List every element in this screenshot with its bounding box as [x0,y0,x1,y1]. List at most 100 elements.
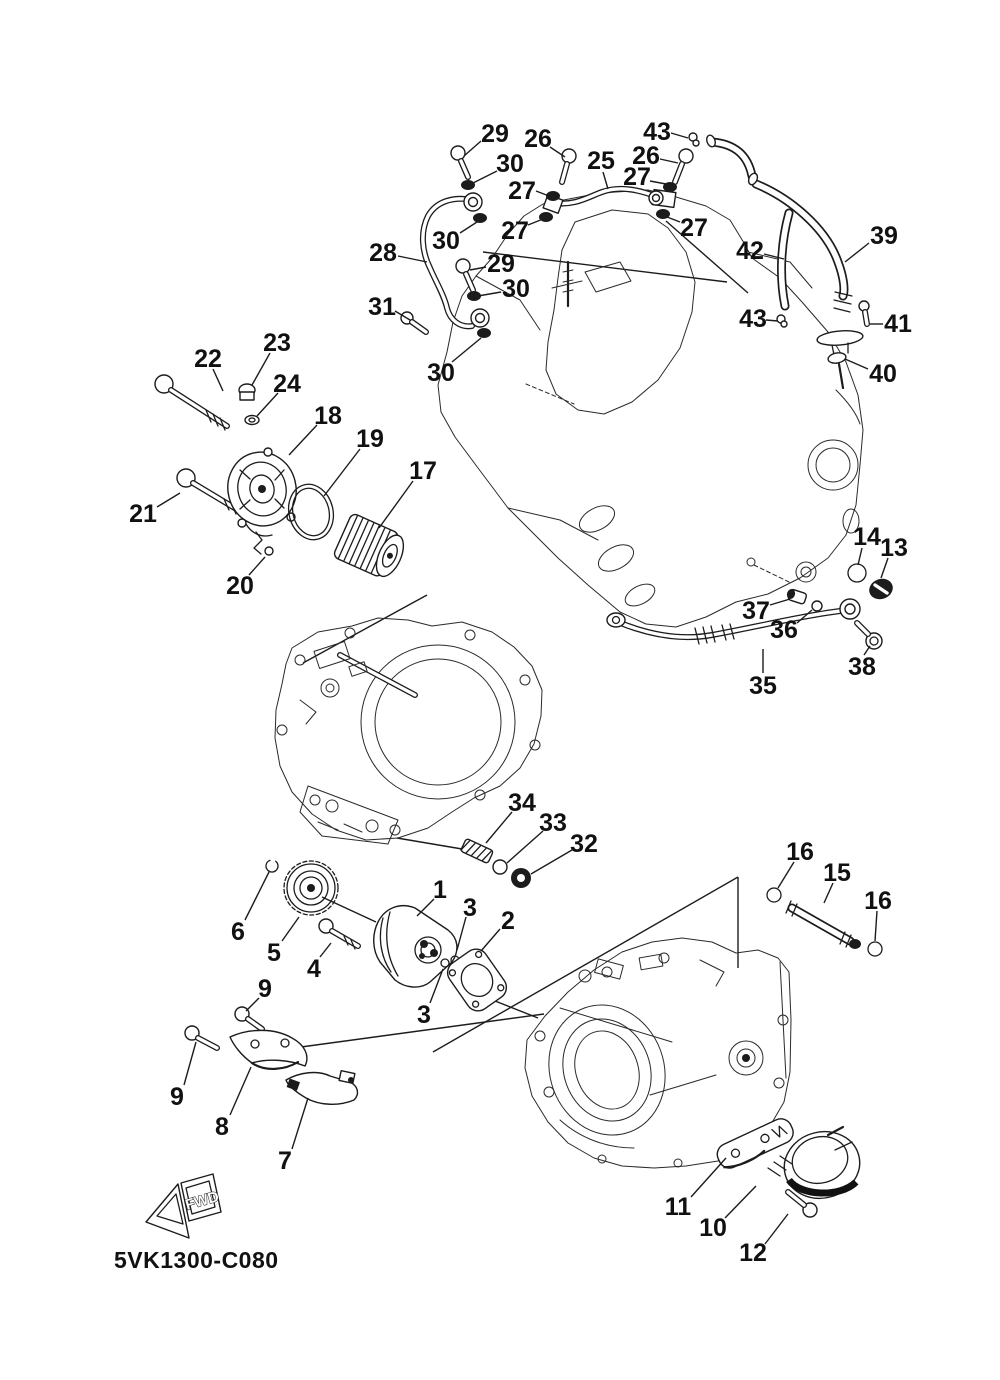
leader-line-9 [183,1041,197,1086]
leader-line-30 [451,337,482,363]
callout-22: 22 [194,345,222,373]
bolt-41 [858,300,870,327]
callout-10: 10 [699,1214,727,1242]
leader-line-5 [281,916,300,942]
callout-8: 8 [215,1113,229,1141]
bracket-8 [229,1029,308,1070]
dowel-pin-3a [440,958,450,968]
callout-34: 34 [508,789,536,817]
spring-34 [460,838,494,864]
bolt-31 [400,311,429,335]
leader-line-24 [256,392,279,417]
callout-11: 11 [665,1193,692,1221]
callout-17: 17 [409,457,437,485]
leader-line-9 [245,997,260,1012]
gasket-2 [446,948,508,1012]
callout-19: 19 [356,425,384,453]
callout-20: 20 [226,572,254,600]
callout-2: 2 [501,907,515,935]
oil-filter-assembly [154,374,405,578]
leader-line-16 [777,861,795,889]
leader-line-13 [880,557,889,579]
bolt-29b [455,258,476,293]
strainer-cover-10 [767,1125,861,1200]
plug-32 [511,868,531,888]
callout-38: 38 [848,653,876,681]
callout-24: 24 [273,370,301,398]
callout-15: 15 [823,859,851,887]
callout-29: 29 [487,250,515,278]
callout-43: 43 [643,118,671,146]
callout-37: 37 [742,597,770,625]
callout-16: 16 [864,887,892,915]
cap-23 [238,383,256,401]
bolt-38 [854,620,883,650]
leader-line-29 [463,140,482,157]
leader-line-19 [323,448,361,497]
callout-29: 29 [481,120,509,148]
leader-line-30 [470,170,498,185]
leader-line-3 [429,968,444,1004]
callout-14: 14 [853,523,881,551]
leader-line-36 [796,609,813,624]
callout-27: 27 [623,163,651,191]
leader-line-37 [769,598,791,606]
callout-35: 35 [749,672,777,700]
callout-5: 5 [267,939,281,967]
leader-line-6 [244,871,270,921]
callout-3: 3 [417,1001,431,1029]
leader-line-38 [863,645,871,656]
callout-6: 6 [231,918,245,946]
assembly-lines [300,220,749,1053]
fwd-arrow: FWD [145,1173,222,1239]
leader-line-14 [857,547,863,566]
callout-18: 18 [314,402,342,430]
strainer-bracket-assembly [184,1006,359,1105]
clamp-43a [688,132,700,147]
bolt-9b [184,1025,220,1051]
callout-4: 4 [307,955,321,983]
clutch-cover-drawing [274,617,543,845]
leader-line-4 [319,942,332,958]
washer-24 [244,414,260,426]
callout-27: 27 [501,217,529,245]
leader-line-26 [549,146,566,158]
bolt-9a [234,1006,265,1032]
pump-drive-gear-5 [283,860,377,923]
callout-30: 30 [496,150,524,178]
callout-33: 33 [539,809,567,837]
leader-line-42 [763,253,785,260]
callout-36: 36 [770,616,798,644]
leader-line-17 [378,480,414,529]
callout-3: 3 [463,894,477,922]
lower-crankcase-drawing [524,937,792,1169]
leader-line-43 [670,132,689,139]
leader-line-29 [469,266,487,271]
circlip-6 [265,859,279,873]
callout-26: 26 [524,125,552,153]
callout-30: 30 [502,275,530,303]
leader-line-43 [765,319,779,322]
callout-39: 39 [870,222,898,250]
callout-30: 30 [432,227,460,255]
o-ring-16a [766,887,782,903]
bolt-26b [672,148,694,185]
callout-42: 42 [736,237,764,265]
o-ring-14 [847,563,867,583]
leader-line-34 [485,811,513,844]
oil-pipe-25-assembly [539,132,700,222]
callout-25: 25 [587,147,615,175]
callout-32: 32 [570,830,598,858]
leader-line-25 [602,171,609,190]
leader-line-28 [397,255,428,263]
drain-pin-20 [253,531,274,556]
callout-27: 27 [508,177,536,205]
leader-line-10 [724,1185,757,1219]
upper-crankcase-drawing [437,189,864,628]
leader-line-2 [480,928,501,952]
callout-26: 26 [632,142,660,170]
leader-line-30 [477,291,502,297]
oil-pump-assembly [265,838,531,1012]
